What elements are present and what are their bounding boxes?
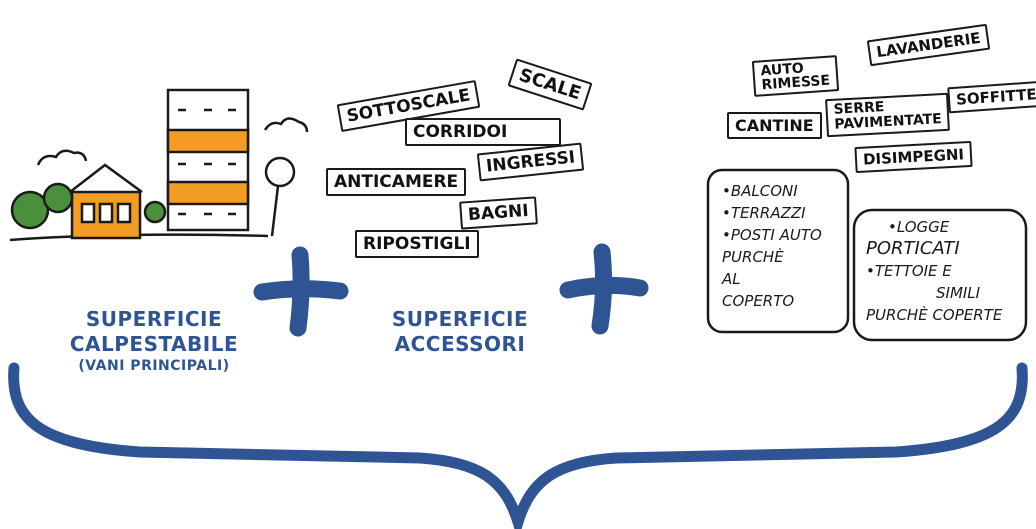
panel-left-line-4: PURCHÈ — [722, 248, 784, 266]
sign-bagni: BAGNI — [459, 196, 538, 230]
label-superficie-accessori: SUPERFICIE ACCESSORI — [391, 307, 529, 356]
label-vani-principali: (VANI PRINCIPALI) — [78, 358, 230, 374]
panel-right-line-1: •LOGGE — [888, 218, 950, 236]
panel-left-line-3: •POSTI AUTO — [722, 226, 822, 244]
panel-right — [852, 208, 1028, 342]
curly-brace — [8, 362, 1028, 529]
sign-cantine: CANTINE — [727, 112, 822, 139]
label-superficie-calpestabile: SUPERFICIE CALPESTABILE — [69, 307, 239, 356]
plus-sign-1 — [253, 246, 349, 337]
sign-autorimesse: AUTO RIMESSE — [751, 55, 839, 97]
sign-corridoi: CORRIDOI — [405, 118, 561, 146]
panel-right-line-5: PURCHÈ COPERTE — [866, 306, 1003, 324]
panel-right-text: •LOGGE PORTICATI •TETTOIE E SIMILI PURCH… — [866, 216, 1024, 326]
sign-ripostigli: RIPOSTIGLI — [355, 230, 479, 258]
panel-right-line-4: SIMILI — [936, 284, 981, 302]
panel-left-text: •BALCONI •TERRAZZI •POSTI AUTO PURCHÈ AL… — [722, 180, 842, 312]
sign-anticamere: ANTICAMERE — [326, 168, 467, 196]
houses-illustration — [9, 88, 309, 242]
panel-right-line-2: PORTICATI — [866, 238, 960, 259]
panel-left-line-1: •BALCONI — [722, 182, 798, 200]
panel-left — [706, 168, 850, 334]
panel-right-line-3: •TETTOIE E — [866, 262, 952, 280]
panel-left-line-5: AL — [722, 270, 741, 288]
panel-left-line-6: COPERTO — [722, 292, 795, 310]
sign-serre-pavimentate: SERRE PAVIMENTATE — [825, 92, 951, 138]
plus-sign-2 — [559, 243, 649, 335]
panel-left-line-2: •TERRAZZI — [722, 204, 806, 222]
